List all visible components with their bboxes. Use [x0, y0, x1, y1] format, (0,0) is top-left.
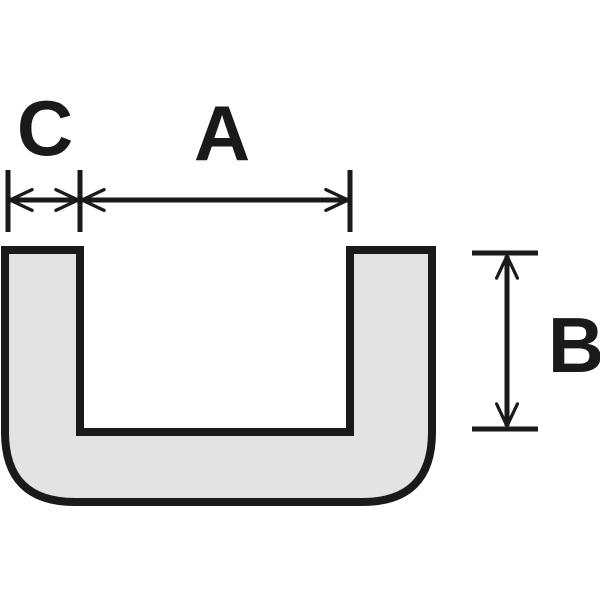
u-channel-profile [1, 246, 436, 506]
dimension-a: A [82, 89, 353, 232]
dimension-label-a: A [194, 89, 250, 177]
dimension-c: C [5, 84, 83, 232]
dimension-b: B [472, 250, 600, 432]
dimension-label-b: B [548, 301, 600, 389]
dimension-label-c: C [17, 84, 73, 172]
